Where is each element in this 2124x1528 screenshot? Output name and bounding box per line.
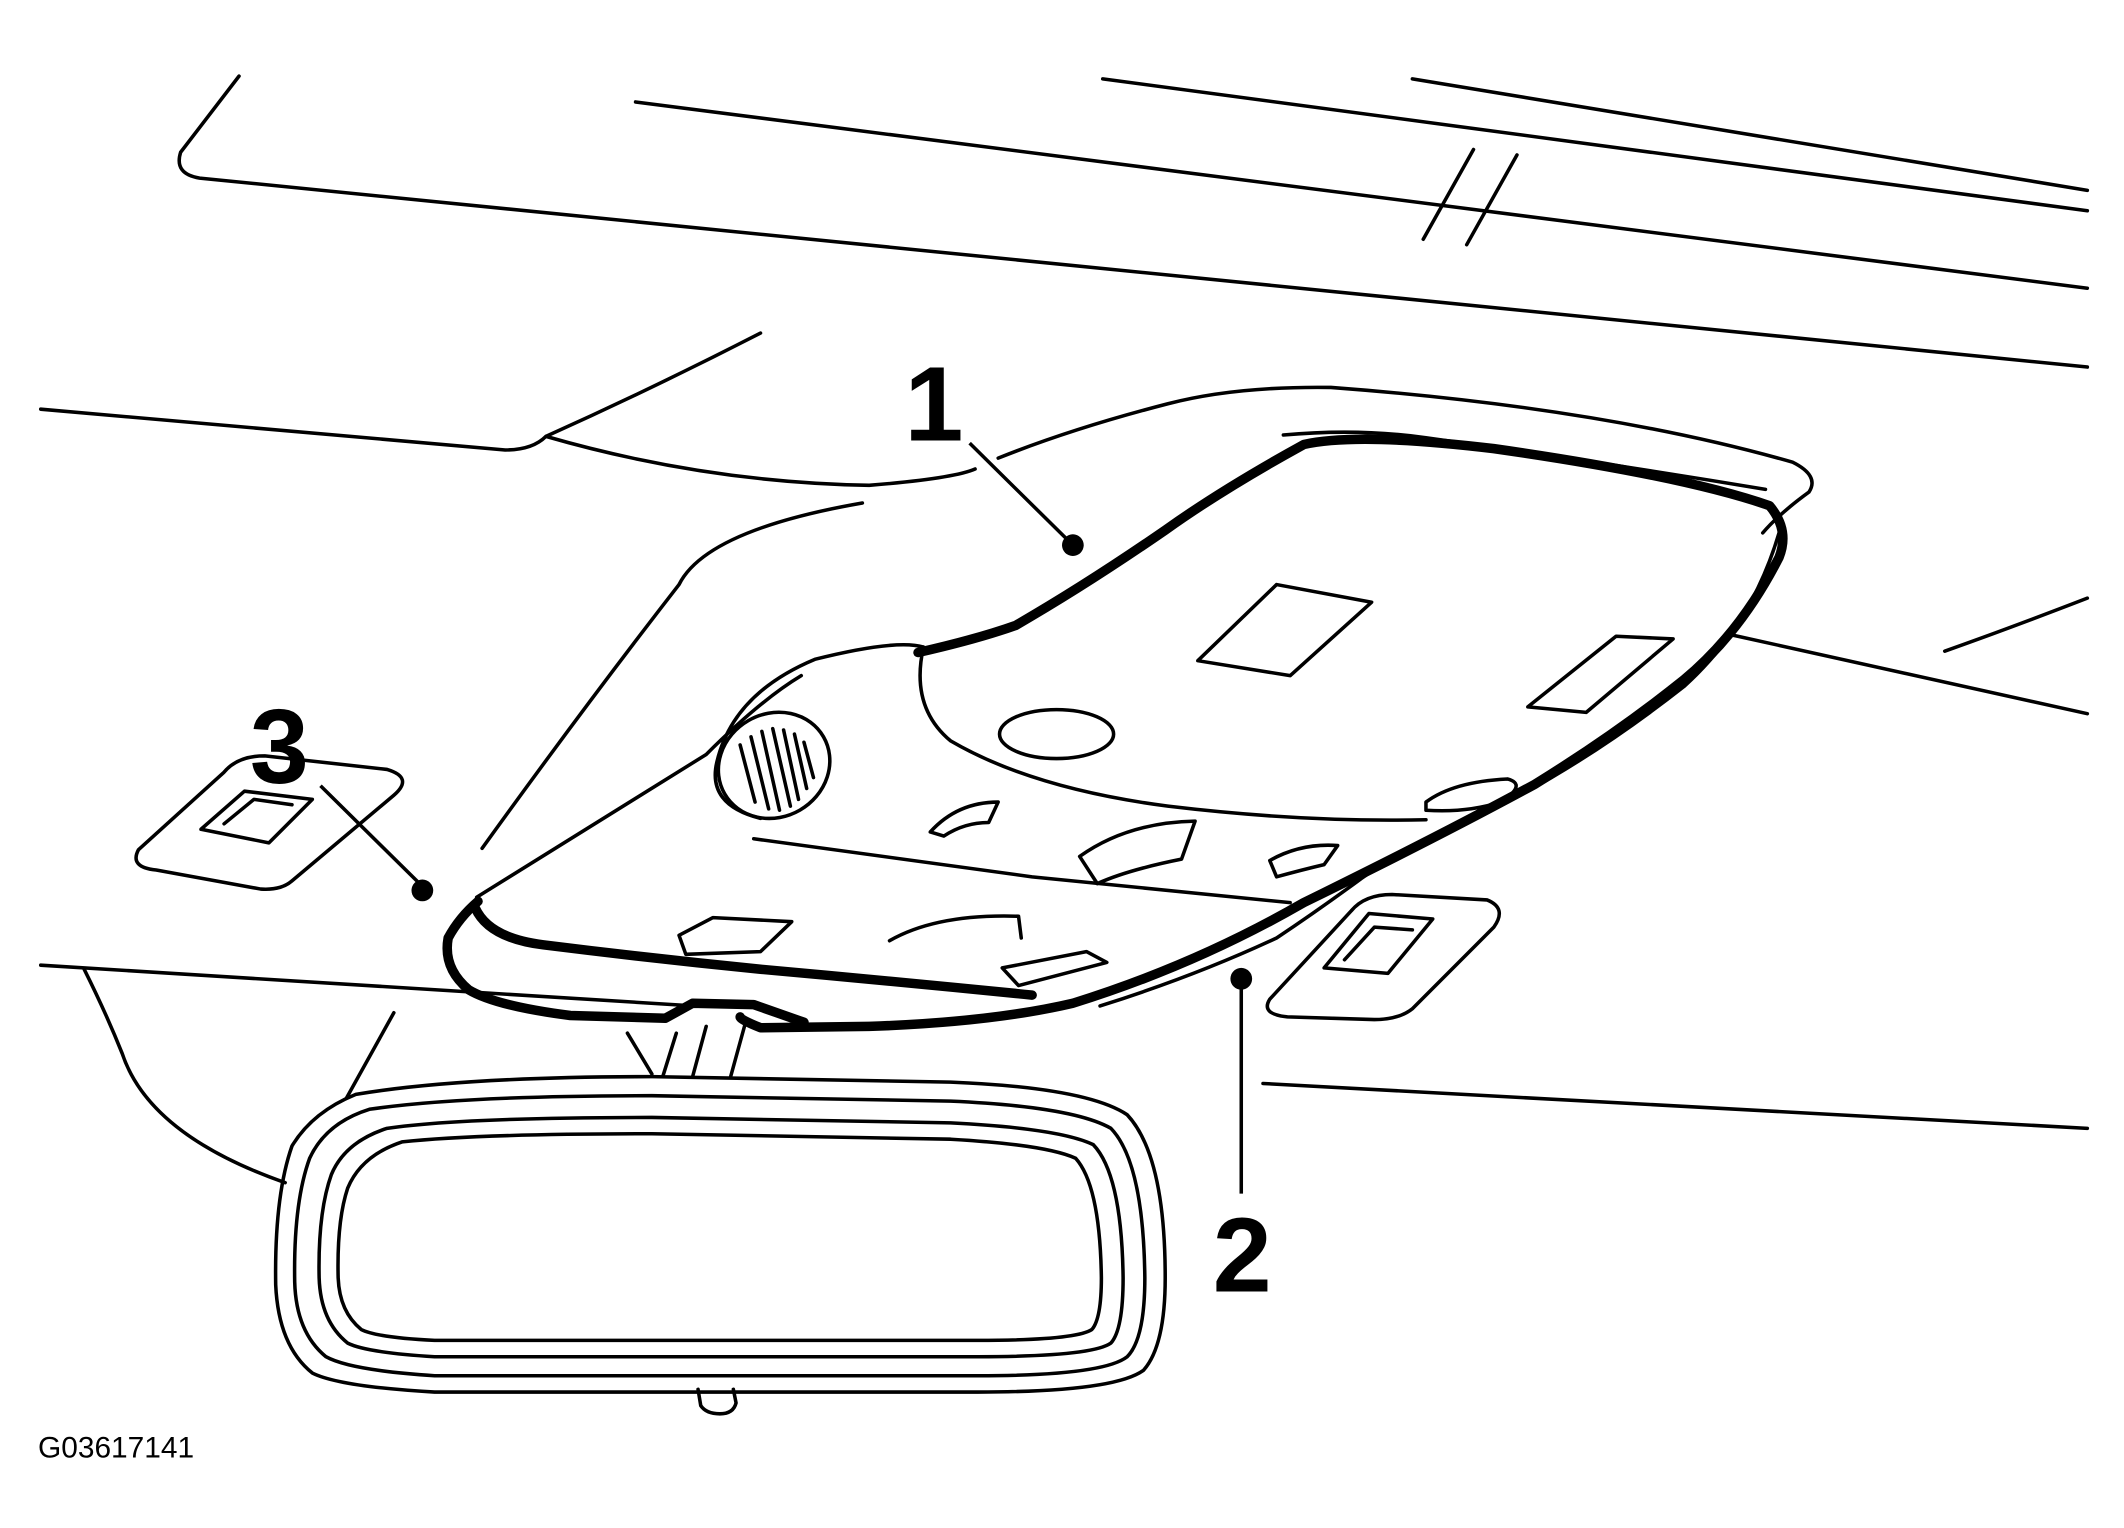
speaker-grille	[738, 726, 816, 812]
callout-1-dot	[1062, 534, 1084, 557]
callout-2-dot	[1230, 967, 1253, 990]
console-seal-outline	[442, 430, 1788, 1033]
roof-console	[474, 582, 1675, 988]
callout-3-leader	[319, 784, 421, 885]
retaining-clip-left	[134, 754, 405, 892]
callout-3-dot	[411, 879, 434, 902]
callout-2-label: 2	[1213, 1196, 1272, 1314]
headliner-roof	[38, 74, 2090, 1185]
callout-1-label: 1	[904, 345, 963, 463]
callout-3: 3	[250, 688, 434, 902]
retaining-clip-right	[1265, 892, 1502, 1022]
rear-view-mirror	[273, 1020, 1167, 1416]
callout-1-leader	[968, 441, 1072, 544]
figure-id: G03617141	[38, 1431, 194, 1464]
callout-1: 1	[904, 345, 1084, 557]
callout-2: 2	[1213, 967, 1272, 1314]
callout-3-label: 3	[250, 688, 309, 806]
